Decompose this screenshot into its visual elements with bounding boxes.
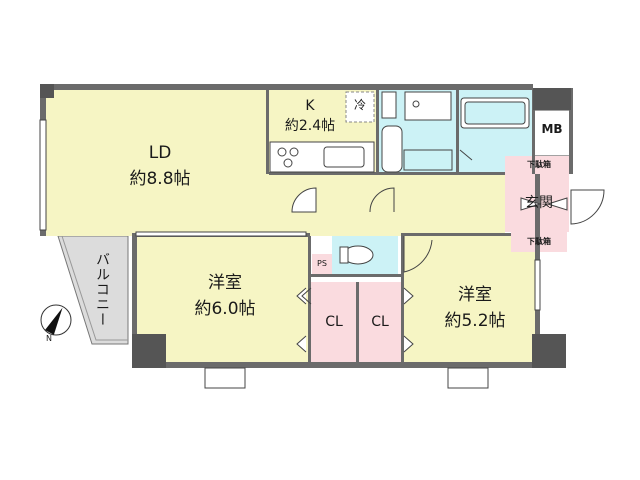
wall-k-left: [266, 88, 269, 174]
pillar-top-left: [40, 84, 54, 98]
washbasin: [381, 125, 403, 173]
stove-burner-2: [289, 147, 299, 157]
toilet-tank: [339, 246, 349, 264]
outer-wall-top: [40, 84, 533, 90]
door-ld: [291, 187, 317, 213]
wall-bedroom-split: [308, 236, 311, 364]
door-right-bedroom: [403, 236, 433, 273]
balcony-label: バルコニー: [94, 252, 110, 327]
closet-left-label: CL: [325, 314, 343, 330]
pillar-bottom-left: [132, 334, 166, 368]
shoe-upper-label: 下駄箱: [527, 160, 551, 169]
cl-door-right-2: [403, 335, 414, 353]
pillar-top-right: [533, 88, 571, 110]
wall-hall-right-bedroom: [401, 233, 511, 236]
window-ld-left: [39, 119, 47, 231]
cl-door-left-2: [296, 335, 307, 353]
shower-unit: [404, 91, 452, 121]
compass-needle: [45, 307, 63, 335]
closet-right-floor: [358, 282, 402, 364]
bathtub-inner: [464, 101, 526, 125]
ld-label: LD 約8.8帖: [129, 143, 191, 189]
wall-right-bedroom: [401, 236, 404, 364]
shoe-lower-label: 下駄箱: [527, 237, 551, 246]
fridge-label: 冷: [353, 98, 366, 112]
window-right: [534, 259, 541, 311]
genkan-label: 玄関: [525, 195, 553, 211]
mb-label: MB: [541, 122, 563, 136]
ps-floor: [312, 254, 332, 274]
wall-toilet-bottom: [310, 274, 402, 277]
kitchen-sink: [323, 146, 365, 168]
genkan-arrow: [520, 197, 542, 211]
kitchen-label: K 約2.4帖: [284, 98, 336, 134]
shower-drain: [412, 100, 420, 108]
ld-floor: [44, 88, 269, 236]
stove-burner-1: [277, 147, 287, 157]
sliding-door-ld: [135, 231, 307, 237]
door-bath: [459, 149, 473, 161]
closet-right-label: CL: [371, 314, 389, 330]
western-right-floor: [402, 236, 535, 364]
washing-machine: [403, 149, 453, 171]
wall-box: [381, 91, 397, 119]
wall-bath-mb: [532, 88, 535, 174]
window-west-right: [447, 367, 489, 389]
cl-door-right-1: [403, 287, 414, 305]
shoe-upper-floor: [505, 156, 571, 174]
closet-left-floor: [310, 282, 356, 364]
wall-k-hall: [269, 172, 505, 175]
pillar-bottom-right: [532, 334, 566, 368]
wall-west-left: [132, 236, 137, 368]
compass-north-label: N: [46, 334, 52, 343]
western-left-label: 洋室 約6.0帖: [194, 273, 256, 319]
wall-k-wash: [376, 88, 379, 174]
western-right-label: 洋室 約5.2帖: [444, 285, 506, 331]
cl-door-left-3: [301, 287, 312, 305]
outer-wall-bottom: [132, 362, 540, 368]
ps-label: PS: [317, 259, 327, 268]
door-hall: [369, 187, 395, 213]
genkan-arrow-2: [546, 197, 568, 211]
window-west-left: [204, 367, 246, 389]
wall-wash-bath: [456, 88, 459, 174]
wall-closet-split: [356, 282, 359, 364]
balcony-rail: [61, 235, 128, 341]
fridge-space: [345, 91, 375, 123]
door-entrance: [570, 189, 605, 225]
wall-mb-right: [569, 88, 573, 174]
stove-burner-3: [283, 158, 293, 168]
